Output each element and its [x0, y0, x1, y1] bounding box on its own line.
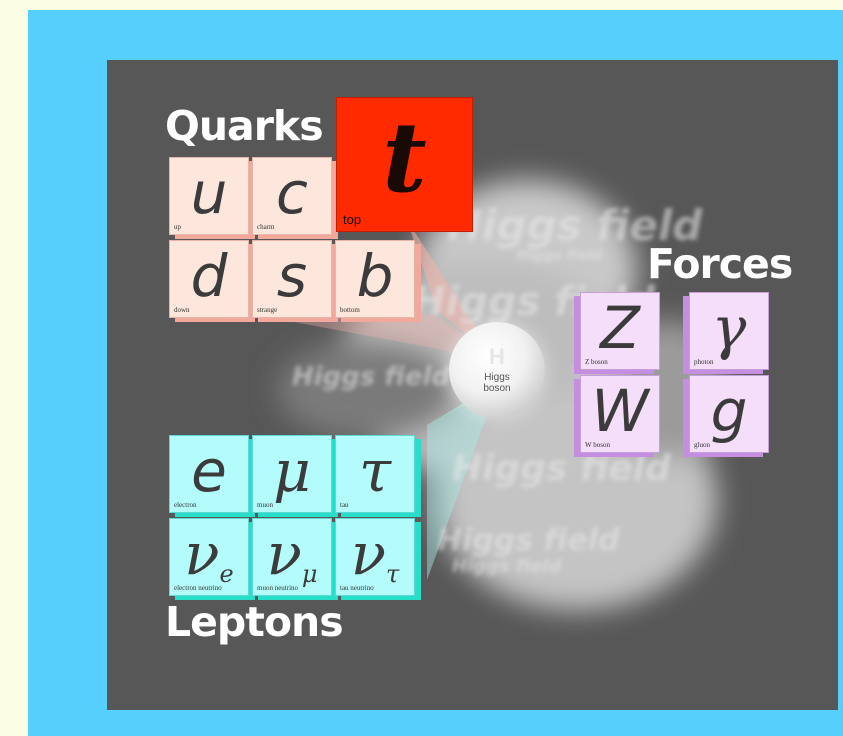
quark-name: strange: [257, 306, 278, 314]
force-symbol: W: [591, 377, 649, 445]
quark-symbol: c: [276, 159, 308, 227]
top-quark-symbol: t: [382, 101, 427, 214]
force-w-boson: W W boson: [580, 375, 660, 453]
lepton-symbol: μ: [273, 437, 311, 505]
higgs-label-line1: Higgs: [484, 372, 510, 383]
force-name: Z boson: [585, 358, 608, 366]
higgs-boson-sphere: H Higgs boson: [449, 322, 545, 418]
lepton-symbol: ντ: [336, 520, 414, 595]
field-text-4: Higgs field: [292, 362, 450, 392]
lepton-name: tau: [340, 501, 349, 509]
force-symbol: g: [710, 377, 748, 445]
force-name: photon: [694, 358, 714, 366]
lepton-name: muon: [257, 501, 273, 509]
higgs-glyph: H: [489, 344, 505, 369]
lepton-symbol: νμ: [253, 520, 331, 595]
quark-name: charm: [257, 223, 275, 231]
force-name: gluon: [694, 441, 710, 449]
force-z-boson: Z Z boson: [580, 292, 660, 370]
quark-bottom: b bottom: [335, 240, 415, 318]
neutrino-subscript: μ: [301, 560, 318, 588]
lepton-electron: e electron: [169, 435, 249, 513]
neutrino-subscript: e: [219, 560, 234, 588]
lepton-symbol: τ: [358, 437, 392, 505]
lepton-muon: μ muon: [252, 435, 332, 513]
quarks-heading: Quarks: [165, 102, 324, 150]
field-text-1: Higgs field: [447, 201, 703, 250]
quark-charm: c charm: [252, 157, 332, 235]
higgs-label-line2: boson: [483, 383, 511, 394]
quark-symbol: d: [190, 242, 228, 310]
leptons-heading: Leptons: [165, 598, 344, 646]
quark-top: t top: [336, 97, 473, 232]
quark-symbol: b: [356, 242, 394, 310]
neutrino-nu: ν: [184, 520, 220, 588]
lepton-name: electron neutrino: [174, 584, 222, 592]
lepton-name: electron: [174, 501, 197, 509]
quark-beam: [407, 220, 497, 360]
quark-name: up: [174, 223, 181, 231]
force-symbol: γ: [711, 294, 747, 362]
quark-strange: s strange: [252, 240, 332, 318]
quark-name: down: [174, 306, 190, 314]
quark-down: d down: [169, 240, 249, 318]
neutrino-nu: ν: [350, 520, 386, 588]
lepton-symbol: νe: [170, 520, 248, 595]
force-name: W boson: [585, 441, 610, 449]
field-text-7: Higgs field: [452, 556, 563, 577]
lepton-name: tau neutrino: [340, 584, 374, 592]
quark-name: bottom: [340, 306, 360, 314]
force-photon: γ photon: [689, 292, 769, 370]
quark-symbol: u: [190, 159, 228, 227]
force-symbol: Z: [600, 294, 640, 362]
lepton-tau: τ tau: [335, 435, 415, 513]
field-text-6: Higgs field: [437, 523, 620, 558]
lepton-electron-neutrino: νe electron neutrino: [169, 518, 249, 596]
lepton-name: muon neutrino: [257, 584, 299, 592]
field-text-5: Higgs field: [452, 448, 672, 489]
higgs-label: Higgs boson: [449, 372, 545, 394]
force-gluon: g gluon: [689, 375, 769, 453]
quark-up: u up: [169, 157, 249, 235]
quark-beam-2: [257, 315, 497, 360]
lepton-muon-neutrino: νμ muon neutrino: [252, 518, 332, 596]
quark-symbol: s: [276, 242, 308, 310]
field-text-2: Higgs field: [517, 248, 603, 264]
lepton-beam: [427, 382, 499, 580]
lepton-tau-neutrino: ντ tau neutrino: [335, 518, 415, 596]
neutrino-subscript: τ: [385, 560, 400, 588]
top-quark-name: top: [343, 212, 362, 227]
forces-heading: Forces: [647, 240, 793, 288]
lepton-symbol: e: [191, 437, 227, 505]
neutrino-nu: ν: [266, 520, 302, 588]
diagram-panel: Higgs field Higgs field Higgs field Higg…: [107, 60, 838, 710]
outer-frame: Higgs field Higgs field Higgs field Higg…: [28, 10, 843, 736]
